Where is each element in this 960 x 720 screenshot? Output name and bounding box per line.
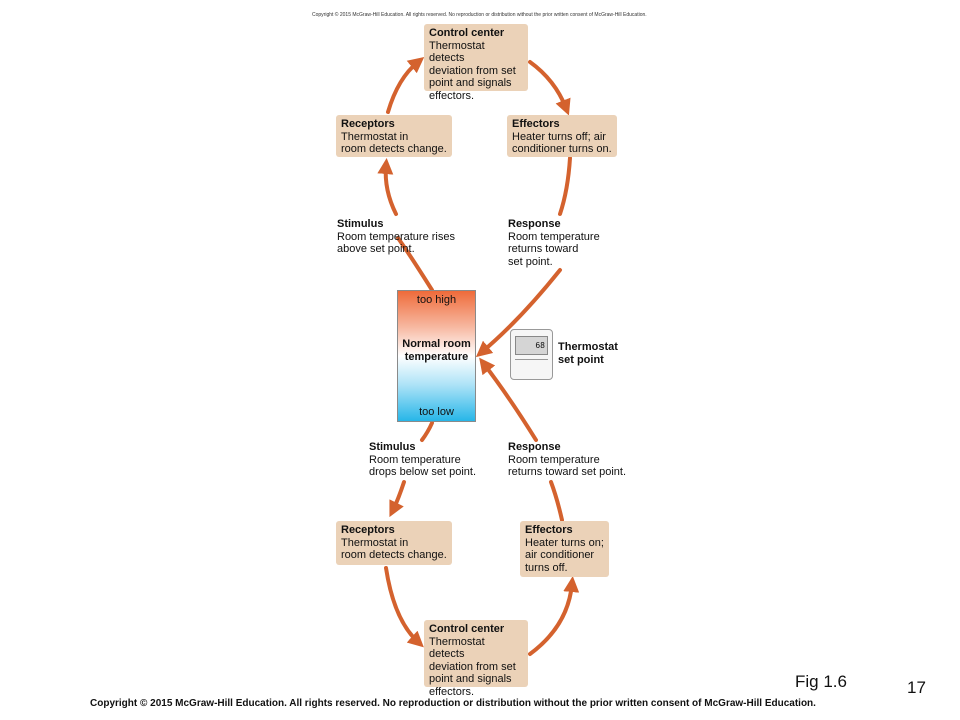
- thermostat-display: 68: [515, 336, 548, 355]
- control-center-text: point and signals: [429, 77, 512, 89]
- control-center-heading: Control center: [429, 27, 505, 39]
- room-temperature-gauge: too high Normal room temperature too low: [397, 290, 476, 422]
- page-number: 17: [907, 678, 926, 697]
- arrow-control-to-effectors-lower: [528, 576, 580, 656]
- thermostat-set-point-label: Thermostat set point: [558, 341, 618, 366]
- too-low-label: too low: [419, 406, 454, 418]
- effectors-text: Heater turns on;: [525, 536, 604, 549]
- arrow-receptors-to-control-upper: [386, 56, 425, 114]
- normal-temperature-label: Normal room temperature: [398, 338, 475, 363]
- control-center-text: point and signals: [429, 673, 512, 685]
- control-center-text: deviation from set: [429, 64, 516, 77]
- response-heading: Response: [508, 218, 561, 230]
- stimulus-text: drops below set point.: [369, 466, 477, 478]
- effectors-box-upper: Effectors Heater turns off; air conditio…: [507, 115, 617, 157]
- control-center-text: effectors.: [429, 89, 475, 102]
- receptors-text: room detects change.: [341, 143, 447, 155]
- figure-label: Fig 1.6: [795, 672, 847, 691]
- effectors-heading: Effectors: [525, 524, 573, 536]
- receptors-heading: Receptors: [341, 118, 395, 130]
- receptors-box-lower: Receptors Thermostat in room detects cha…: [336, 521, 452, 565]
- control-center-text: deviation from set: [429, 660, 516, 673]
- stimulus-text: above set point.: [337, 243, 415, 255]
- effectors-text: air conditioner: [525, 549, 595, 561]
- thermostat-label-line: set point: [558, 353, 604, 366]
- effectors-box-lower: Effectors Heater turns on; air condition…: [520, 521, 609, 577]
- control-center-box-upper: Control center Thermostat detects deviat…: [424, 24, 528, 102]
- arrow-stimulus-upper-to-receptors: [377, 158, 398, 216]
- response-label-lower: Response Room temperature returns toward…: [508, 441, 626, 479]
- arrow-stimulus-to-receptors-upper: [396, 236, 434, 292]
- control-center-text: effectors.: [429, 685, 475, 698]
- response-label-upper: Response Room temperature returns toward…: [508, 218, 600, 268]
- effectors-text: turns off.: [525, 561, 568, 574]
- arrow-effectors-to-response-lower: [549, 480, 564, 522]
- normal-temperature-line: Normal room: [402, 338, 471, 350]
- stimulus-label-lower: Stimulus Room temperature drops below se…: [369, 441, 476, 479]
- receptors-box-upper: Receptors Thermostat in room detects cha…: [336, 115, 452, 157]
- thermostat-label-line: Thermostat: [558, 341, 618, 353]
- response-heading: Response: [508, 441, 561, 453]
- control-center-box-lower: Control center Thermostat detects deviat…: [424, 620, 528, 698]
- arrow-normal-to-stimulus-lower: [420, 421, 434, 442]
- arrow-stimulus-lower-to-receptors: [389, 480, 406, 518]
- effectors-heading: Effectors: [512, 118, 560, 130]
- stimulus-heading: Stimulus: [337, 218, 384, 230]
- response-text: Room temperature: [508, 453, 600, 466]
- stimulus-label-upper: Stimulus Room temperature rises above se…: [337, 218, 455, 256]
- effectors-text: conditioner turns on.: [512, 143, 612, 155]
- control-center-heading: Control center: [429, 623, 505, 635]
- stimulus-heading: Stimulus: [369, 441, 416, 453]
- top-copyright-notice: Copyright © 2015 McGraw-Hill Education. …: [312, 12, 647, 18]
- response-text: returns toward set point.: [508, 466, 627, 478]
- arrow-control-to-effectors-upper: [528, 60, 571, 116]
- response-text: Room temperature: [508, 230, 600, 243]
- arrow-effectors-to-response-upper: [558, 156, 572, 216]
- receptors-heading: Receptors: [341, 524, 395, 536]
- thermostat-buttons: [515, 359, 548, 363]
- stimulus-text: Room temperature: [369, 453, 461, 466]
- footer-copyright: Copyright © 2015 McGraw-Hill Education. …: [90, 698, 816, 709]
- too-high-label: too high: [416, 294, 457, 306]
- response-text: set point.: [508, 255, 553, 268]
- stimulus-text: Room temperature rises: [337, 230, 455, 243]
- thermostat-device-icon: 68: [510, 329, 553, 380]
- normal-temperature-line: temperature: [404, 350, 469, 363]
- control-center-text: Thermostat detects: [429, 39, 485, 65]
- receptors-text: Thermostat in: [341, 130, 409, 143]
- arrow-response-to-normal-upper: [475, 268, 562, 358]
- arrow-receptors-to-control-lower: [384, 566, 424, 648]
- arrow-response-to-normal-lower: [479, 357, 538, 442]
- effectors-text: Heater turns off; air: [512, 130, 606, 143]
- control-center-text: Thermostat detects: [429, 635, 485, 661]
- receptors-text: Thermostat in: [341, 536, 409, 549]
- response-text: returns toward: [508, 243, 579, 255]
- receptors-text: room detects change.: [341, 549, 447, 561]
